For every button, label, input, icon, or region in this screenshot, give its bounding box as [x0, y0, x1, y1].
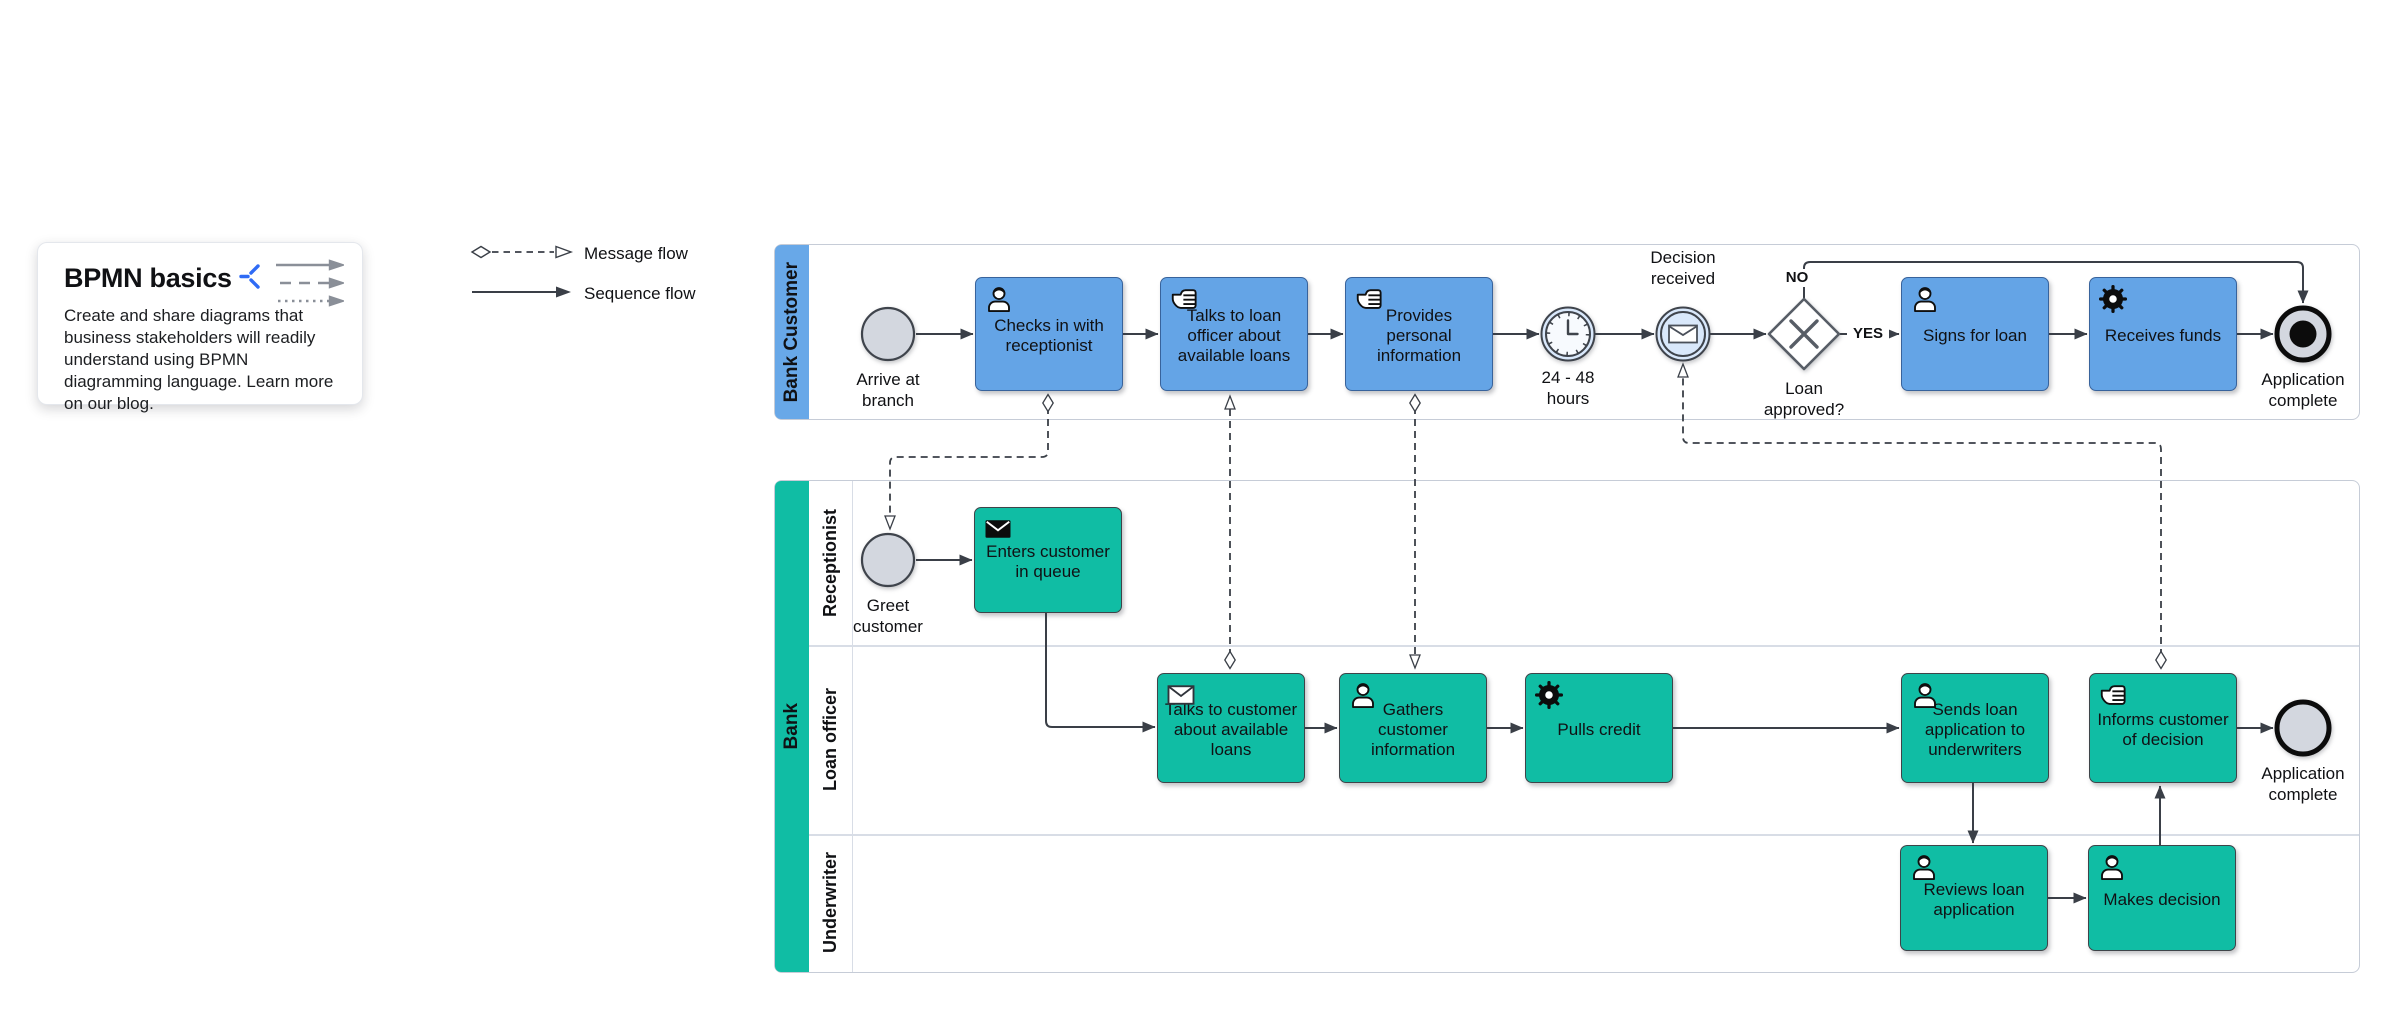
lane-divider [809, 834, 2359, 836]
task-label: Enters customer in queue [986, 542, 1110, 581]
task-label: Sends loan application to underwriters [1924, 700, 2026, 759]
envelope-filled-icon [983, 514, 1013, 544]
task-label: Signs for loan [1923, 326, 2027, 345]
start-event-arrive-at-branch[interactable] [860, 306, 916, 362]
label-arrive-at-branch: Arrive at branch [856, 370, 920, 410]
task-provides-personal-information[interactable]: Provides personal information [1345, 277, 1493, 391]
end-event-bank[interactable] [2273, 698, 2333, 758]
manual-hand-icon [1354, 284, 1384, 314]
gateway-loan-approved[interactable] [1766, 296, 1842, 372]
message-event-decision-received[interactable] [1654, 305, 1712, 363]
message-flow-sample-icon [470, 244, 574, 265]
task-informs-customer-of-decision[interactable]: Informs customer of decision [2089, 673, 2237, 783]
task-reviews-loan-application[interactable]: Reviews loan application [1900, 845, 2048, 951]
manual-hand-icon [2098, 680, 2128, 710]
label-greet-customer: Greet customer [853, 596, 923, 636]
task-label: Pulls credit [1557, 720, 1641, 739]
task-gathers-customer-information[interactable]: Gathers customer information [1339, 673, 1487, 783]
info-card-title: BPMN basics [64, 263, 232, 293]
user-icon [1909, 852, 1939, 882]
gear-icon [2098, 284, 2128, 314]
task-checks-in-with-receptionist[interactable]: Checks in with receptionist [975, 277, 1123, 391]
lane-underwriter-label: Underwriter [820, 852, 840, 954]
label-decision-received: Decision received [1650, 248, 1716, 288]
start-event-greet-customer[interactable] [860, 532, 916, 588]
legend-sequence-flow: Sequence flow [470, 274, 696, 314]
task-label: Makes decision [2103, 890, 2221, 909]
envelope-icon [1166, 680, 1196, 710]
sparkle-logo-icon [238, 263, 262, 294]
label-loan-approved: Loan approved? [1763, 379, 1845, 419]
task-pulls-credit[interactable]: Pulls credit [1525, 673, 1673, 783]
flow-legend: Message flow Sequence flow [470, 234, 696, 314]
label-timer-24-48-hours: 24 - 48 hours [1541, 368, 1595, 408]
task-label: Checks in with receptionist [994, 316, 1104, 355]
arrow-styles-decoration [274, 259, 346, 316]
task-label: Talks to customer about available loans [1164, 700, 1298, 759]
gear-icon [1534, 680, 1564, 710]
user-icon [1348, 680, 1378, 710]
user-icon [2097, 852, 2127, 882]
sequence-flow-sample-icon [470, 284, 574, 305]
bank-lane-labels: Receptionist Loan officer Underwriter [809, 481, 853, 972]
task-label: Receives funds [2104, 326, 2222, 345]
pool-bank-customer-label: Bank Customer [781, 261, 802, 403]
label-application-complete-customer: Application complete [2261, 370, 2345, 410]
info-card-body: Create and share diagrams that business … [64, 306, 334, 413]
pool-bank-customer-band: Bank Customer [775, 245, 809, 419]
legend-sequence-flow-label: Sequence flow [584, 284, 696, 303]
pool-bank-band: Bank [775, 481, 809, 972]
task-label: Provides personal information [1376, 306, 1462, 365]
terminate-end-event-customer[interactable] [2273, 304, 2333, 364]
lane-underwriter[interactable]: Underwriter [809, 834, 852, 972]
label-yes-branch: YES [1847, 325, 1889, 343]
task-receives-funds[interactable]: Receives funds [2089, 277, 2237, 391]
user-icon [984, 284, 1014, 314]
label-application-complete-bank: Application complete [2261, 764, 2345, 804]
lane-loan-officer-label: Loan officer [820, 687, 840, 791]
legend-message-flow-label: Message flow [584, 244, 688, 263]
user-icon [1910, 680, 1940, 710]
lane-divider [809, 645, 2359, 647]
task-label: Reviews loan application [1923, 880, 2025, 919]
info-card: BPMN basics Create and [37, 242, 363, 413]
task-talks-to-loan-officer[interactable]: Talks to loan officer about available lo… [1160, 277, 1308, 391]
user-icon [1910, 284, 1940, 314]
timer-event[interactable] [1539, 305, 1597, 363]
task-label: Talks to loan officer about available lo… [1177, 306, 1291, 365]
task-talks-to-customer[interactable]: Talks to customer about available loans [1157, 673, 1305, 783]
task-signs-for-loan[interactable]: Signs for loan [1901, 277, 2049, 391]
task-label: Gathers customer information [1370, 700, 1456, 759]
task-enters-customer-in-queue[interactable]: Enters customer in queue [974, 507, 1122, 613]
pool-bank-label: Bank [781, 703, 802, 750]
manual-hand-icon [1169, 284, 1199, 314]
task-sends-loan-application[interactable]: Sends loan application to underwriters [1901, 673, 2049, 783]
label-no-branch: NO [1777, 269, 1817, 287]
legend-message-flow: Message flow [470, 234, 696, 274]
task-makes-decision[interactable]: Makes decision [2088, 845, 2236, 951]
task-label: Informs customer of decision [2097, 710, 2229, 749]
lane-loan-officer[interactable]: Loan officer [809, 645, 852, 834]
